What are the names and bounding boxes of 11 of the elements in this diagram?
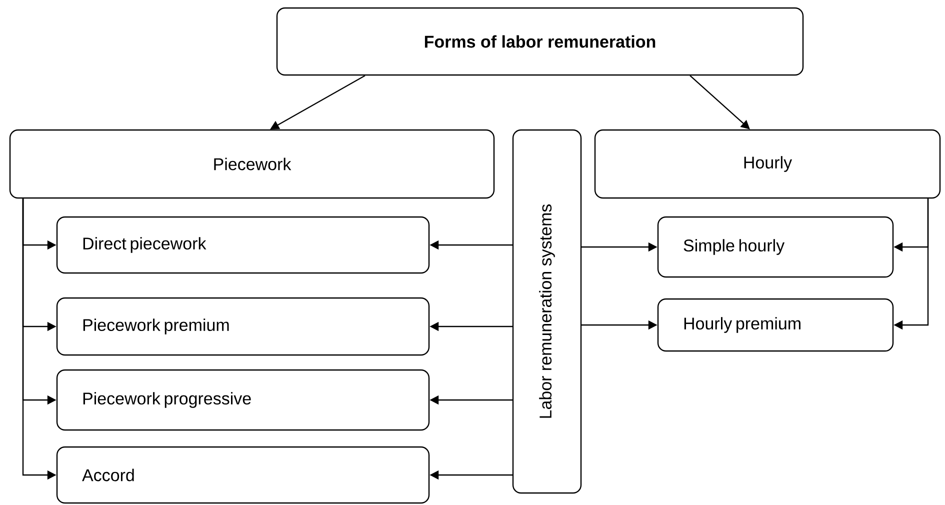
vertical-box: Labor remuneration systems — [512, 129, 582, 494]
item-box: Simple hourly — [657, 216, 894, 278]
category-box: Hourly — [594, 129, 941, 199]
title-box: Forms of labor remuneration — [276, 7, 804, 76]
item-box: Direct piecework — [56, 216, 430, 274]
arrow — [690, 75, 750, 130]
item-box: Piecework premium — [56, 297, 430, 356]
item-box: Hourly premium — [657, 298, 894, 352]
item-box: Accord — [56, 446, 430, 504]
item-box: Piecework progressive — [56, 369, 430, 431]
category-box: Piecework — [9, 129, 495, 199]
